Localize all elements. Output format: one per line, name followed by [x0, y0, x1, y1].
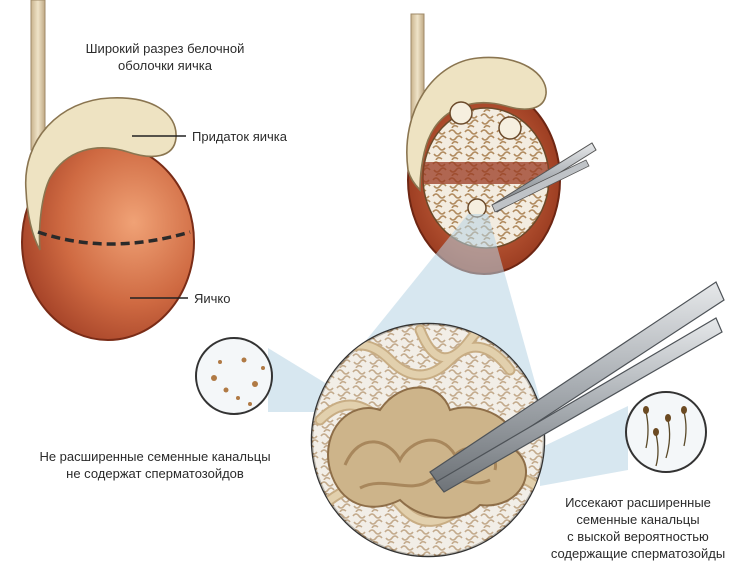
magnification-cone-right: [540, 406, 628, 486]
magnified-tubules-lens: [310, 281, 725, 558]
large-forceps: [429, 281, 725, 493]
nondilated-label-line2: не содержат сперматозойдов: [66, 466, 244, 481]
dilated-label-line2: семенные канальцы: [576, 512, 700, 527]
nondilated-tubule-lens: [195, 337, 273, 415]
sperm-lens: [625, 391, 707, 473]
dilated-label-line4: содержащие сперматозойды: [550, 546, 726, 561]
dilated-tubule-1: [449, 101, 473, 125]
opened-testis-illustration: [406, 13, 597, 275]
incision-label-line2: оболочки яичка: [118, 58, 212, 73]
incision-label-line1: Широкий разрез белочной: [85, 41, 245, 56]
small-forceps: [491, 142, 597, 213]
dilated-label-line3: с выской вероятностью: [567, 529, 709, 544]
testis-label: Яичко: [194, 291, 231, 306]
epididymis-right: [406, 56, 547, 192]
spermatic-cord: [30, 0, 46, 151]
dilated-label: Иссекают расширенные семенные канальцы с…: [530, 494, 746, 562]
incision-label: Широкий разрез белочной оболочки яичка: [60, 40, 270, 74]
incision-line: [37, 230, 191, 246]
epididymis-label: Придаток яичка: [192, 129, 287, 144]
dilated-label-line1: Иссекают расширенные: [565, 495, 711, 510]
dilated-tubule-2: [498, 116, 522, 140]
nondilated-label-line1: Не расширенные семенные канальцы: [39, 449, 271, 464]
nondilated-label: Не расширенные семенные канальцы не соде…: [10, 448, 300, 482]
left-testis-illustration: [21, 0, 195, 341]
incision-band: [423, 162, 549, 184]
